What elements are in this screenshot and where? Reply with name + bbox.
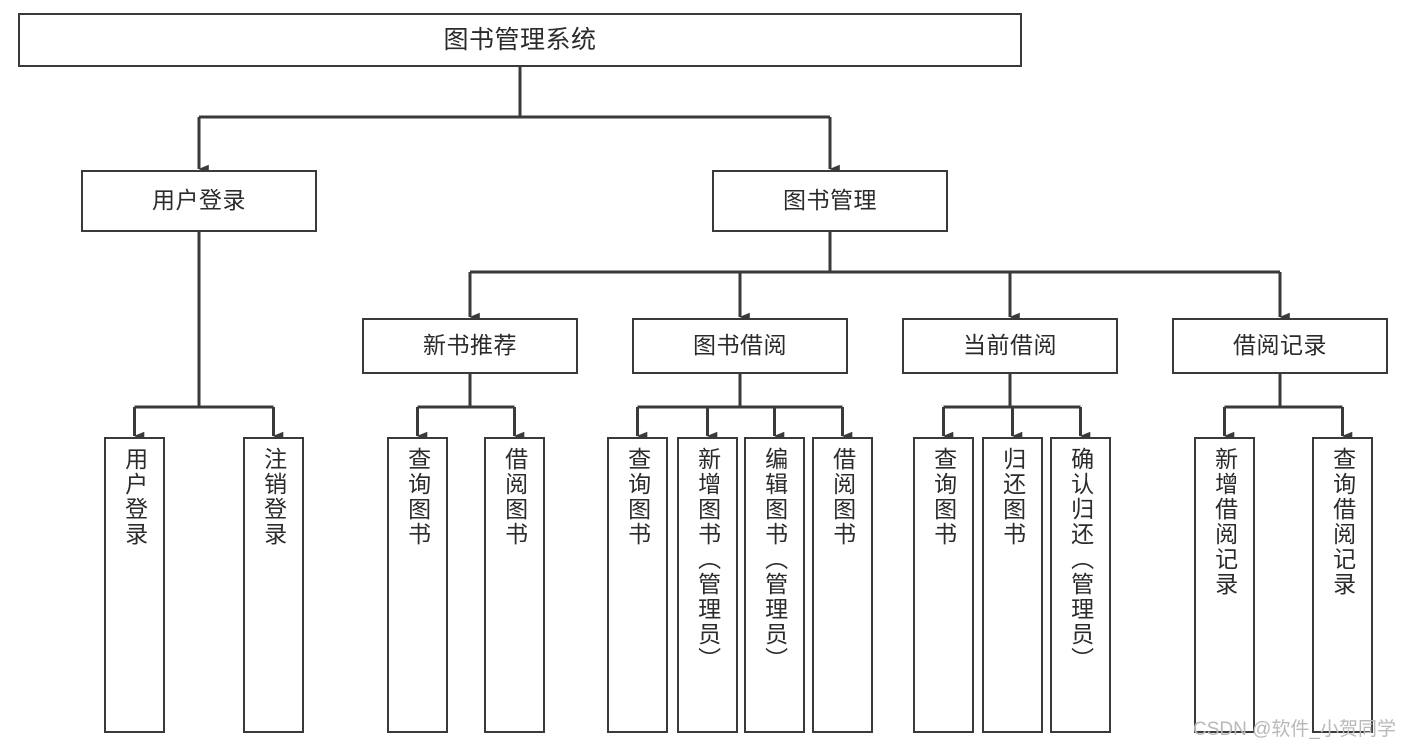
edge-paths [133,67,1353,441]
node-label: 借阅图书 [501,447,528,547]
watermark-text: CSDN @软件_小贺同学 [1193,719,1396,740]
node-borrow[interactable]: 图书借阅 [632,318,848,374]
node-leaf-rec-1[interactable]: 新增借阅记录 [1194,437,1255,733]
node-label: 图书借阅 [693,332,787,359]
node-leaf-bor-2[interactable]: 新增图书（管理员） [677,437,738,733]
node-root[interactable]: 图书管理系统 [18,13,1022,67]
node-leaf-rec-2[interactable]: 查询借阅记录 [1312,437,1373,733]
node-label: 新增图书（管理员） [694,447,721,672]
node-leaf-login-1[interactable]: 用户登录 [104,437,165,733]
node-leaf-cur-3[interactable]: 确认归还（管理员） [1050,437,1111,733]
node-label: 借阅记录 [1233,332,1327,359]
node-leaf-cur-1[interactable]: 查询图书 [913,437,974,733]
node-label: 查询借阅记录 [1329,447,1356,597]
node-leaf-new-2[interactable]: 借阅图书 [484,437,545,733]
node-label: 用户登录 [152,187,246,214]
node-leaf-bor-1[interactable]: 查询图书 [607,437,668,733]
node-leaf-login-2[interactable]: 注销登录 [243,437,304,733]
node-label: 编辑图书（管理员） [761,447,788,672]
node-label: 注销登录 [260,447,287,547]
node-leaf-bor-4[interactable]: 借阅图书 [812,437,873,733]
node-label: 用户登录 [121,447,148,547]
node-label: 图书管理 [783,187,877,214]
node-label: 确认归还（管理员） [1067,447,1094,672]
node-login[interactable]: 用户登录 [81,170,317,232]
node-records[interactable]: 借阅记录 [1172,318,1388,374]
node-label: 查询图书 [930,447,957,547]
node-newbook[interactable]: 新书推荐 [362,318,578,374]
node-leaf-new-1[interactable]: 查询图书 [387,437,448,733]
node-leaf-bor-3[interactable]: 编辑图书（管理员） [744,437,805,733]
node-label: 图书管理系统 [443,26,597,54]
node-label: 当前借阅 [963,332,1057,359]
node-label: 查询图书 [624,447,651,547]
node-bookmgmt[interactable]: 图书管理 [712,170,948,232]
node-label: 查询图书 [404,447,431,547]
node-label: 新书推荐 [423,332,517,359]
node-label: 新增借阅记录 [1211,447,1238,597]
node-label: 借阅图书 [829,447,856,547]
node-label: 归还图书 [999,447,1026,547]
node-leaf-cur-2[interactable]: 归还图书 [982,437,1043,733]
node-current[interactable]: 当前借阅 [902,318,1118,374]
